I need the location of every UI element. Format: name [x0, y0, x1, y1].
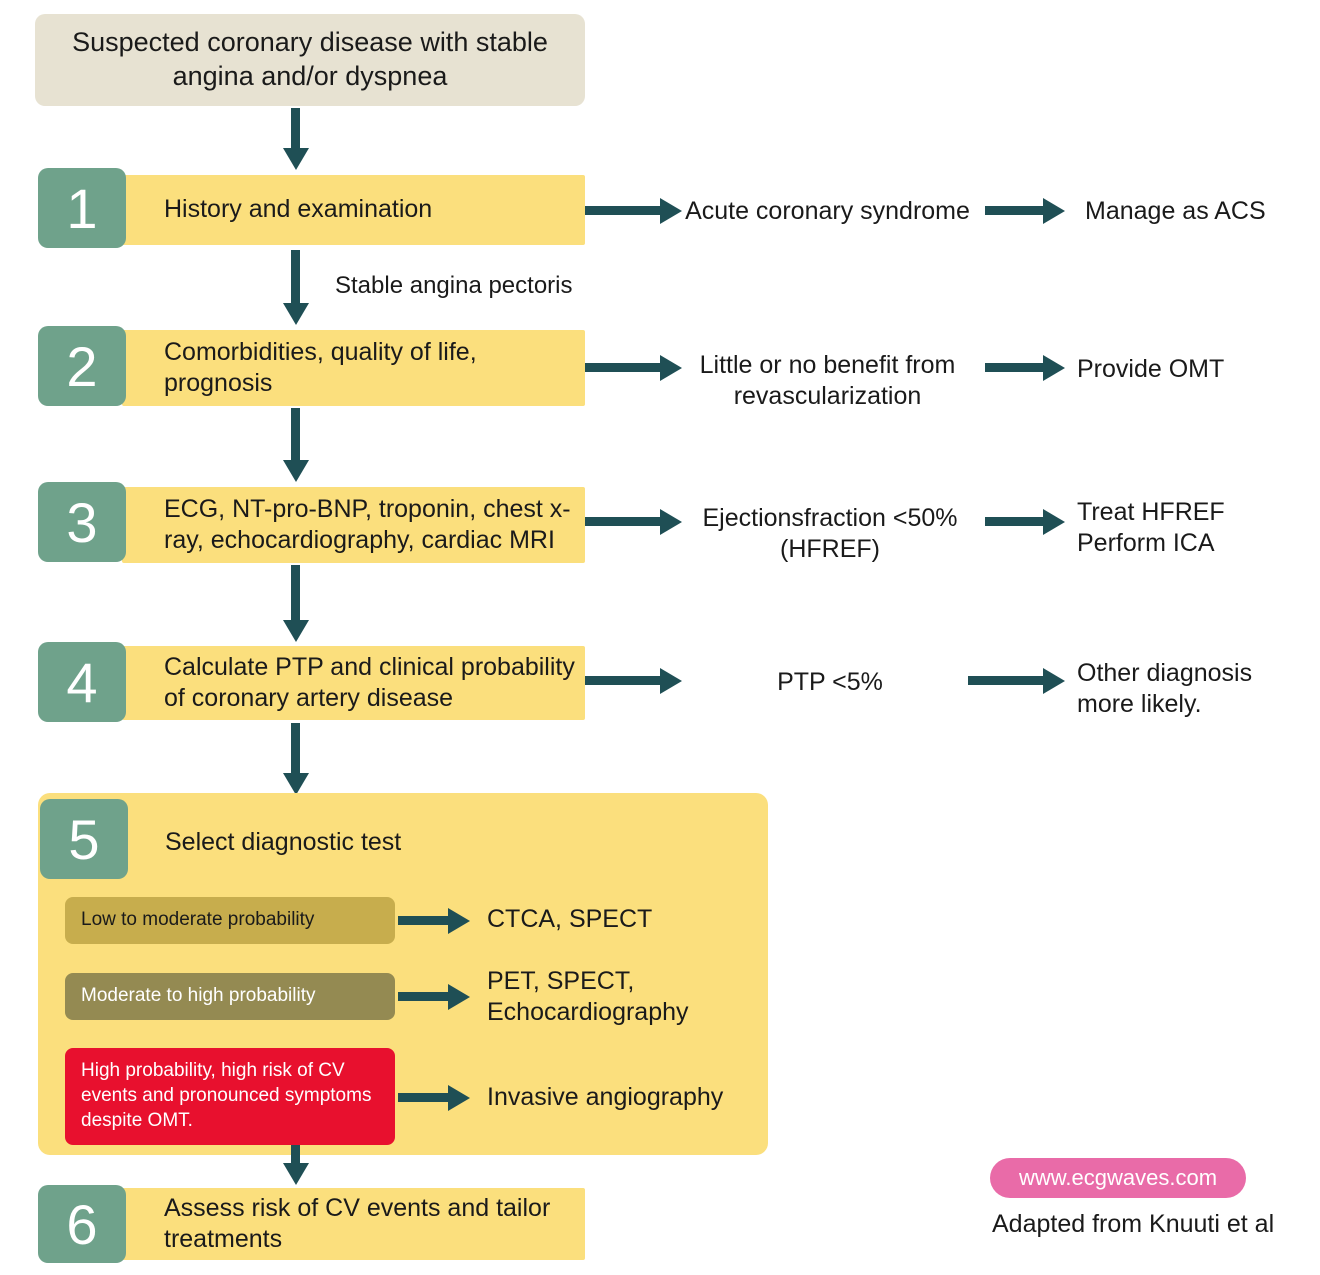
- step2-label: Comorbidities, quality of life, prognosi…: [164, 337, 477, 397]
- start-node: Suspected coronary disease with stable a…: [35, 14, 585, 106]
- arrow-down-1-to-2: [291, 250, 300, 303]
- step6-bar: Assess risk of CV events and tailor trea…: [122, 1188, 585, 1260]
- step2-branch-text: Little or no benefit from revascularizat…: [699, 351, 956, 411]
- option-low-probability-label: Low to moderate probability: [81, 909, 315, 931]
- option-high-probability: High probability, high risk of CV events…: [65, 1048, 395, 1145]
- step2-bar: Comorbidities, quality of life, prognosi…: [122, 330, 585, 406]
- arrow-right-step3-outcome: [985, 517, 1043, 526]
- arrow-right-step1-branch: [585, 206, 660, 215]
- step4-outcome-text: Other diagnosis more likely.: [1077, 659, 1253, 719]
- website-badge-text: www.ecgwaves.com: [1018, 1165, 1218, 1190]
- arrow-down-3-to-4: [291, 565, 300, 620]
- step1-label: History and examination: [164, 195, 433, 224]
- credit-text: Adapted from Knuuti et al: [992, 1210, 1275, 1238]
- step1-bar: History and examination: [122, 175, 585, 245]
- step4-label: Calculate PTP and clinical probability o…: [164, 652, 575, 712]
- start-node-label: Suspected coronary disease with stable a…: [72, 27, 548, 91]
- step6-number: 6: [66, 1192, 98, 1256]
- step3-number: 3: [66, 490, 98, 554]
- arrow-right-step4-branch: [585, 676, 660, 685]
- option-moderate-probability: Moderate to high probability: [65, 973, 395, 1020]
- arrow-down-4-to-5: [291, 723, 300, 773]
- step4-number-box: 4: [38, 642, 126, 722]
- option-high-result: Invasive angiography: [487, 1083, 724, 1111]
- website-badge: www.ecgwaves.com: [990, 1158, 1246, 1198]
- option-low-probability: Low to moderate probability: [65, 897, 395, 944]
- step5-number: 5: [68, 807, 100, 871]
- arrow-right-option-moderate: [398, 992, 448, 1001]
- arrow-down-5-to-6: [291, 1145, 300, 1163]
- option-moderate-probability-label: Moderate to high probability: [81, 985, 316, 1007]
- option-moderate-result: PET, SPECT, Echocardiography: [487, 967, 689, 1027]
- option-high-probability-label: High probability, high risk of CV events…: [81, 1060, 372, 1131]
- step2-number-box: 2: [38, 326, 126, 406]
- step2-number: 2: [66, 334, 98, 398]
- step5-number-box: 5: [40, 799, 128, 879]
- step4-number: 4: [66, 650, 98, 714]
- step3-bar: ECG, NT-pro-BNP, troponin, chest x-ray, …: [122, 487, 585, 563]
- step5-title: Select diagnostic test: [165, 828, 402, 856]
- step3-outcome-text: Treat HFREF Perform ICA: [1077, 498, 1225, 558]
- arrow-right-step2-branch: [585, 363, 660, 372]
- step3-label: ECG, NT-pro-BNP, troponin, chest x-ray, …: [164, 494, 571, 554]
- arrow-right-option-high: [398, 1093, 448, 1102]
- step4-branch-text: PTP <5%: [777, 668, 883, 696]
- arrow-right-step2-outcome: [985, 363, 1043, 372]
- step1-number: 1: [66, 176, 98, 240]
- step3-branch-text: Ejectionsfraction <50% (HFREF): [702, 504, 958, 564]
- step4-bar: Calculate PTP and clinical probability o…: [122, 646, 585, 720]
- arrow-right-step1-outcome: [985, 206, 1043, 215]
- step1-outcome-text: Manage as ACS: [1085, 197, 1266, 225]
- arrow-down-2-to-3: [291, 408, 300, 460]
- connector-label: Stable angina pectoris: [335, 272, 573, 299]
- option-low-result: CTCA, SPECT: [487, 905, 653, 933]
- step3-number-box: 3: [38, 482, 126, 562]
- step1-branch-text: Acute coronary syndrome: [685, 197, 970, 225]
- arrow-right-step3-branch: [585, 517, 660, 526]
- arrow-right-option-low: [398, 916, 448, 925]
- arrow-right-step4-outcome: [968, 676, 1043, 685]
- step1-number-box: 1: [38, 168, 126, 248]
- arrow-down-start-to-1: [291, 108, 300, 148]
- step2-outcome-text: Provide OMT: [1077, 355, 1225, 383]
- step6-label: Assess risk of CV events and tailor trea…: [164, 1193, 551, 1253]
- step6-number-box: 6: [38, 1185, 126, 1263]
